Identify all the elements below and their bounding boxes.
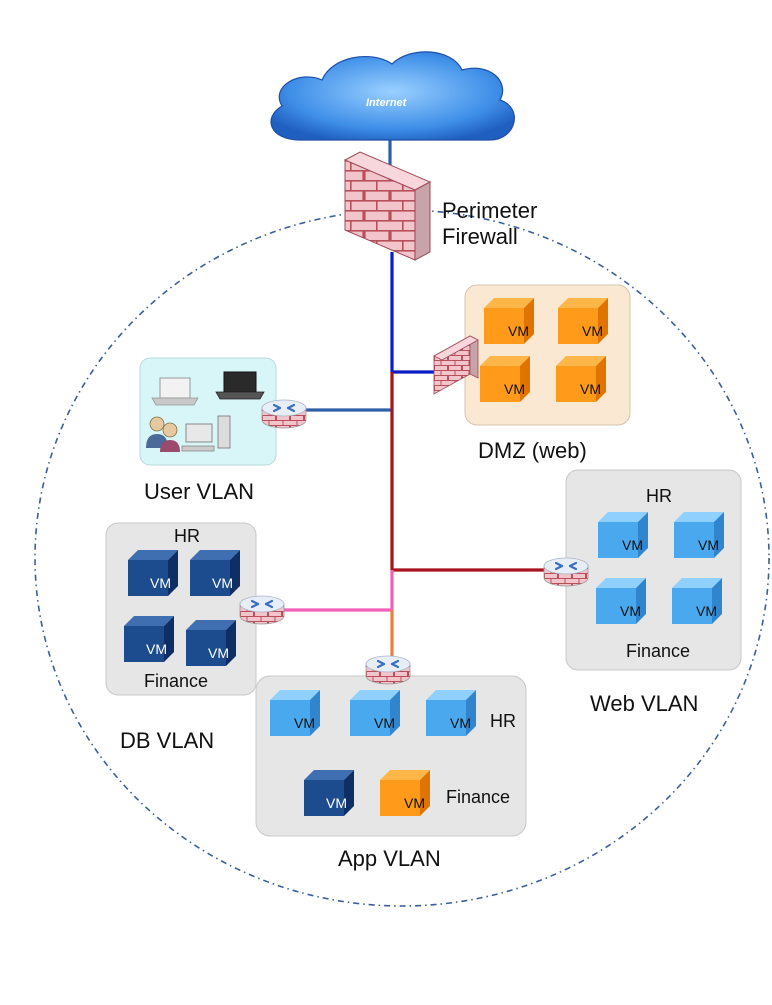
vm-label: VM bbox=[622, 537, 643, 553]
db-vlan-router-icon bbox=[238, 594, 286, 626]
user-vlan-router-icon bbox=[260, 398, 308, 430]
user-vlan-zone: User VLAN bbox=[139, 357, 277, 504]
links bbox=[282, 140, 548, 660]
dmz-label: DMZ (web) bbox=[478, 438, 587, 463]
vm-label: VM bbox=[698, 537, 719, 553]
vm-label: VM bbox=[620, 603, 641, 619]
vm-label: VM bbox=[696, 603, 717, 619]
vm-label: VM bbox=[404, 795, 425, 811]
vm-label: VM bbox=[504, 381, 525, 397]
vm-label: VM bbox=[450, 715, 471, 731]
internet-label: Internet bbox=[366, 97, 408, 109]
app-vlan-zone: VM VM VM HR VM VM Finance App VLAN bbox=[255, 675, 527, 871]
firewall-label-line1: Perimeter bbox=[442, 198, 537, 223]
web-finance-label: Finance bbox=[626, 641, 690, 661]
vm-label: VM bbox=[146, 641, 167, 657]
vm-label: VM bbox=[580, 381, 601, 397]
laptop-icon bbox=[215, 371, 265, 400]
app-finance-label: Finance bbox=[446, 787, 510, 807]
vm-label: VM bbox=[294, 715, 315, 731]
vm-label: VM bbox=[508, 323, 529, 339]
web-vlan-router-icon bbox=[542, 556, 590, 588]
vm-label: VM bbox=[374, 715, 395, 731]
vm-label: VM bbox=[326, 795, 347, 811]
user-vlan-label: User VLAN bbox=[144, 479, 254, 504]
firewall-label-line2: Firewall bbox=[442, 224, 518, 249]
app-vlan-router-icon bbox=[364, 654, 412, 686]
web-hr-label: HR bbox=[646, 486, 672, 506]
db-vlan-zone: HR VM VM VM VM Finance DB VLAN bbox=[105, 522, 257, 753]
vm-label: VM bbox=[582, 323, 603, 339]
db-vlan-label: DB VLAN bbox=[120, 728, 214, 753]
app-hr-label: HR bbox=[490, 711, 516, 731]
db-hr-label: HR bbox=[174, 526, 200, 546]
app-vlan-label: App VLAN bbox=[338, 846, 441, 871]
vm-label: VM bbox=[150, 575, 171, 591]
internet-cloud: Internet bbox=[270, 51, 515, 141]
vm-label: VM bbox=[208, 645, 229, 661]
vm-label: VM bbox=[212, 575, 233, 591]
perimeter-firewall: Perimeter Firewall bbox=[343, 151, 537, 261]
db-finance-label: Finance bbox=[144, 671, 208, 691]
desktop-icon bbox=[181, 415, 231, 452]
web-vlan-label: Web VLAN bbox=[590, 691, 698, 716]
web-vlan-zone: HR VM VM VM VM Finance Web VLAN bbox=[565, 469, 742, 716]
laptop-icon bbox=[151, 377, 199, 406]
users-icon bbox=[146, 416, 180, 452]
dmz-firewall bbox=[433, 335, 479, 395]
dmz-zone: VM VM VM VM DMZ (web) bbox=[464, 284, 631, 463]
